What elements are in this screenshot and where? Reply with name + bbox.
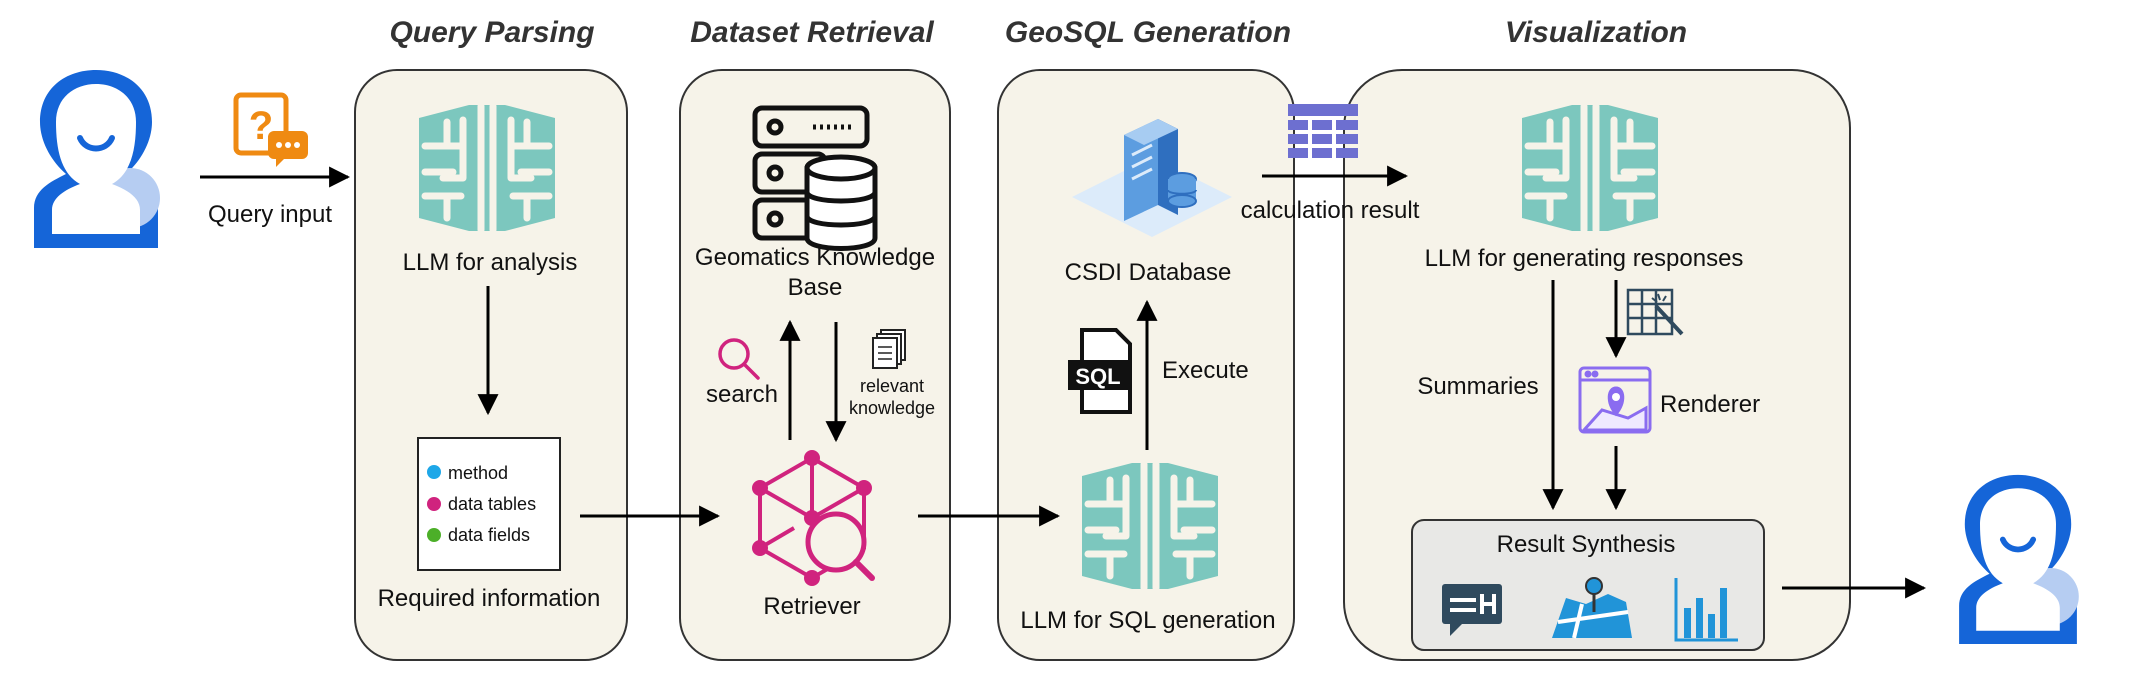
data-fields-dot bbox=[427, 528, 441, 542]
method-label: method bbox=[448, 463, 508, 483]
relevant-label: relevant bbox=[860, 376, 924, 396]
execute-label: Execute bbox=[1162, 357, 1249, 384]
server-icon bbox=[1072, 119, 1232, 237]
server-database-icon bbox=[752, 105, 878, 251]
text-card-icon bbox=[1442, 584, 1502, 636]
panel-visualization bbox=[1343, 69, 1851, 661]
brain-icon bbox=[419, 105, 555, 231]
map-window-icon bbox=[1578, 366, 1652, 434]
data-fields-label: data fields bbox=[448, 525, 530, 545]
knowledge-label: knowledge bbox=[849, 398, 935, 418]
stage-title-visualization: Visualization bbox=[1505, 16, 1687, 49]
stage-title-geosql-generation: GeoSQL Generation bbox=[1005, 16, 1291, 49]
data-tables-label: data tables bbox=[448, 494, 536, 514]
llm-analysis-label: LLM for analysis bbox=[403, 249, 578, 276]
user-icon bbox=[34, 70, 160, 248]
renderer-label: Renderer bbox=[1660, 391, 1760, 418]
search-label: search bbox=[706, 381, 778, 408]
brain-responses-icon bbox=[1522, 105, 1658, 231]
brain-sql-icon bbox=[1082, 463, 1218, 589]
svg-text:SQL: SQL bbox=[1075, 364, 1120, 389]
stage-title-dataset-retrieval: Dataset Retrieval bbox=[690, 16, 934, 49]
result-synthesis-label: Result Synthesis bbox=[1497, 531, 1676, 558]
retriever-label: Retriever bbox=[763, 593, 860, 620]
map-icon bbox=[1552, 577, 1632, 639]
table-wand-icon bbox=[1626, 288, 1684, 336]
user-output-icon bbox=[1959, 475, 2079, 644]
stage-title-query-parsing: Query Parsing bbox=[389, 16, 594, 49]
required-information-label: Required information bbox=[378, 585, 601, 612]
llm-sql-label: LLM for SQL generation bbox=[1020, 607, 1275, 634]
kb-label-line1: Geomatics Knowledge bbox=[695, 244, 935, 271]
kb-label-line2: Base bbox=[788, 274, 843, 301]
summaries-label: Summaries bbox=[1417, 373, 1538, 400]
csdi-database-label: CSDI Database bbox=[1065, 259, 1232, 286]
data-tables-dot bbox=[427, 497, 441, 511]
method-dot bbox=[427, 465, 441, 479]
calculation-result-label: calculation result bbox=[1241, 197, 1420, 224]
panel-dataset-retrieval bbox=[679, 69, 951, 661]
network-search-icon bbox=[752, 450, 875, 586]
sql-file-icon: SQL bbox=[1068, 328, 1132, 414]
llm-responses-label: LLM for generating responses bbox=[1425, 245, 1744, 272]
document-stack-icon bbox=[872, 329, 906, 369]
required-info-card bbox=[417, 437, 561, 571]
query-input-label: Query input bbox=[208, 201, 332, 228]
bar-chart-icon bbox=[1674, 578, 1738, 642]
question-chat-icon: ? bbox=[233, 92, 308, 167]
table-icon bbox=[1288, 104, 1358, 158]
search-icon bbox=[718, 338, 760, 380]
